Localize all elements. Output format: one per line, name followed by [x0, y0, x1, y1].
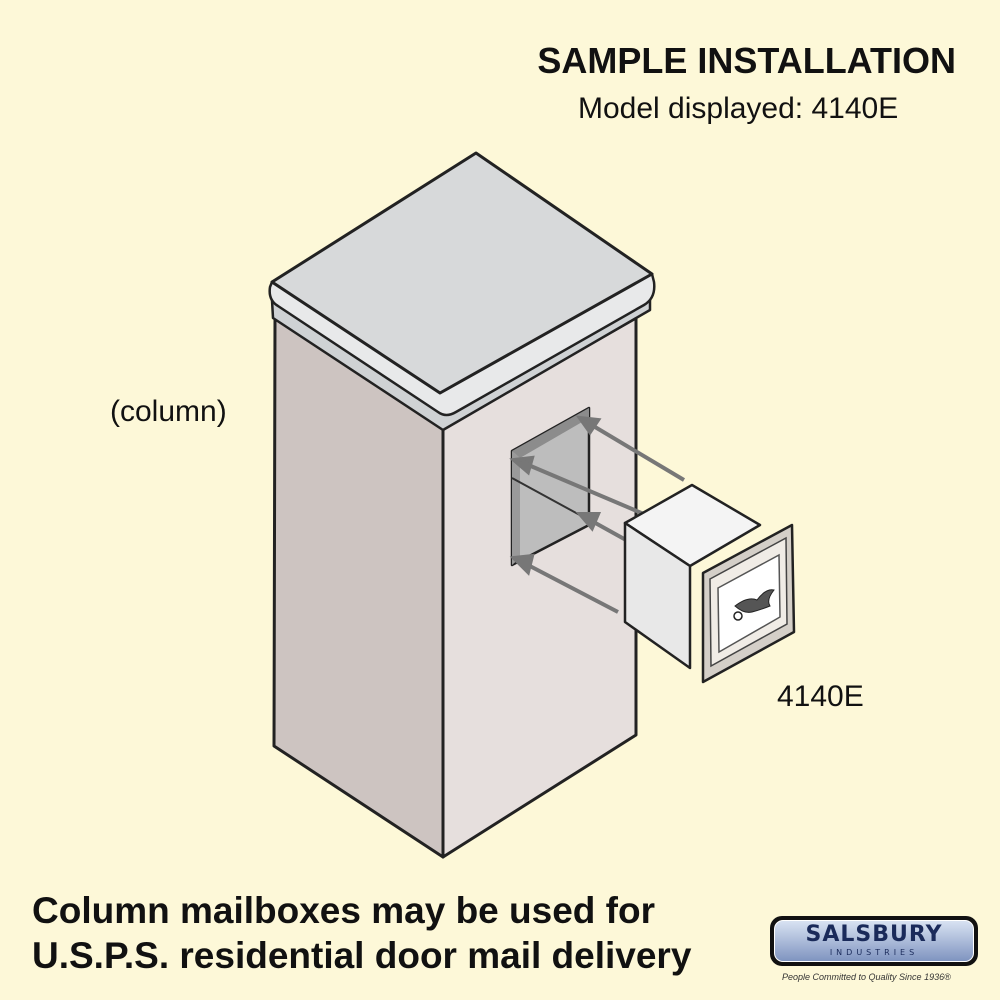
column-label: (column) [110, 395, 227, 428]
footer-line-1: Column mailboxes may be used for [32, 890, 655, 931]
model-label: 4140E [777, 680, 864, 713]
salsbury-logo: SALSBURY INDUSTRIES People Committed to … [770, 916, 980, 990]
column-opening-inner-side [512, 451, 520, 565]
column-cap-top [270, 151, 654, 395]
footer-caption: Column mailboxes may be used for U.S.P.S… [32, 888, 691, 978]
footer-line-2: U.S.P.S. residential door mail delivery [32, 935, 692, 976]
logo-tagline: People Committed to Quality Since 1936® [782, 972, 951, 982]
column-opening-inner-top [512, 408, 589, 458]
logo-subword: INDUSTRIES [829, 948, 919, 957]
insertion-arrows [509, 415, 686, 614]
mailbox-4140e [623, 483, 796, 684]
logo-badge: SALSBURY INDUSTRIES [770, 916, 978, 966]
model-subtitle: Model displayed: 4140E [578, 92, 899, 125]
logo-wordmark: SALSBURY [805, 922, 943, 947]
eagle-emblem-icon [733, 589, 775, 621]
page-title: SAMPLE INSTALLATION [537, 40, 956, 81]
column-cap-edge [268, 272, 656, 417]
